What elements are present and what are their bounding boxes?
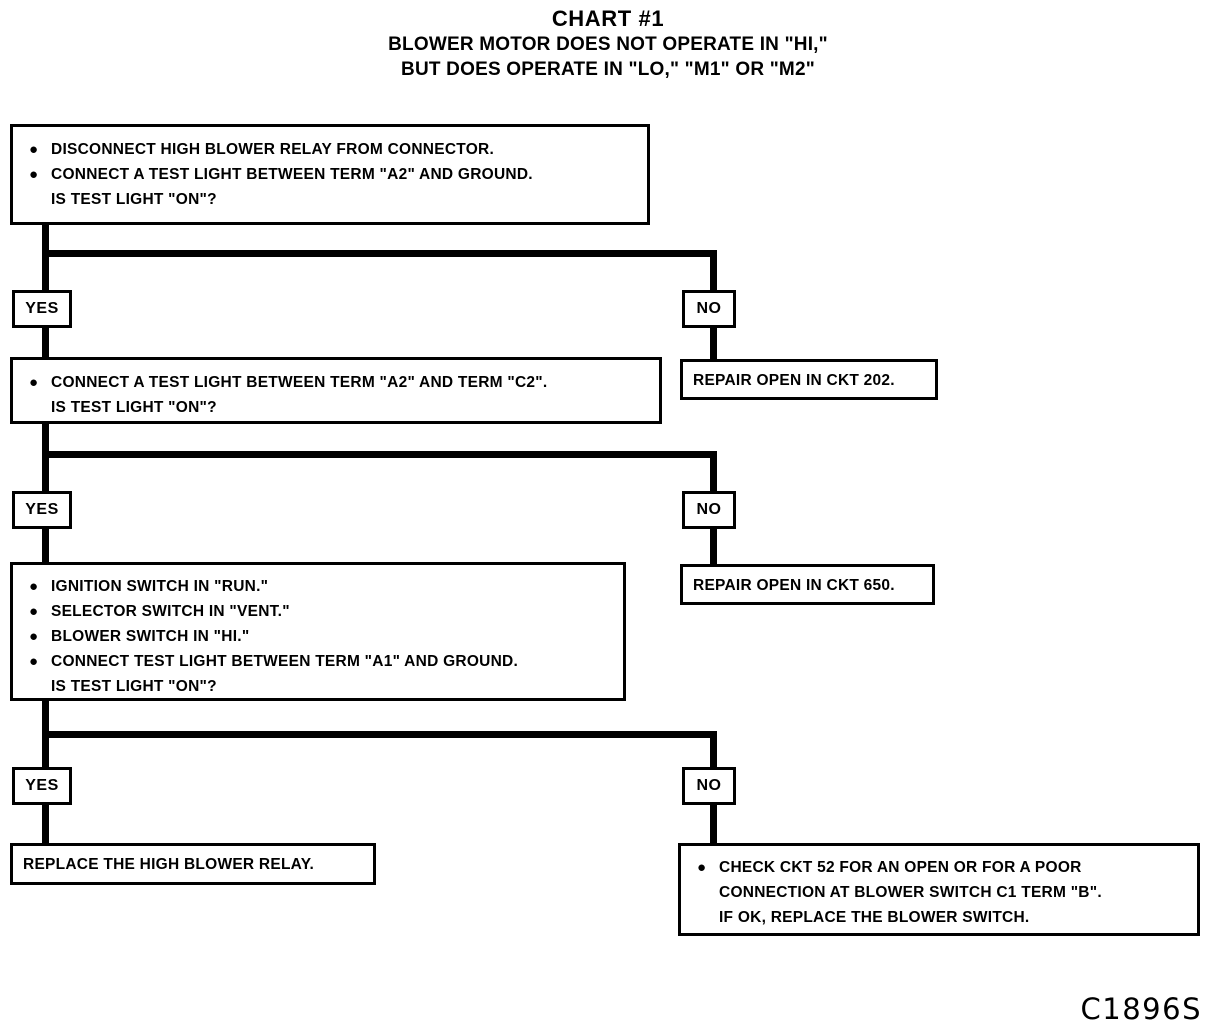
- step-3-line-3: ● BLOWER SWITCH IN "HI.": [25, 624, 611, 649]
- branch-3-yes-tag: YES: [12, 767, 72, 805]
- step-3-line-4-text: CONNECT TEST LIGHT BETWEEN TERM "A1" AND…: [51, 653, 519, 670]
- step-3-line-1: ● IGNITION SWITCH IN "RUN.": [25, 574, 611, 599]
- connector-step3-stem: [42, 698, 49, 738]
- bullet-icon: ●: [29, 603, 39, 620]
- connector-branch3-left-drop: [42, 731, 49, 769]
- chart-subtitle-line-2: BUT DOES OPERATE IN "LO," "M1" OR "M2": [401, 59, 815, 80]
- step-3-line-5: IS TEST LIGHT "ON"?: [25, 674, 611, 699]
- bullet-icon: ●: [29, 166, 39, 183]
- bullet-spacer: [693, 880, 719, 905]
- check-ckt-52-line-3-text: IF OK, REPLACE THE BLOWER SWITCH.: [719, 909, 1030, 926]
- step-3-line-3-text: BLOWER SWITCH IN "HI.": [51, 628, 250, 645]
- check-ckt-52-line-1-text: CHECK CKT 52 FOR AN OPEN OR FOR A POOR: [719, 859, 1082, 876]
- step-2-line-1: ● CONNECT A TEST LIGHT BETWEEN TERM "A2"…: [25, 370, 647, 395]
- bullet-icon: ●: [29, 628, 39, 645]
- branch-1-yes-label: YES: [25, 300, 59, 317]
- branch-2-yes-label: YES: [25, 501, 59, 518]
- replace-high-blower-relay-text: REPLACE THE HIGH BLOWER RELAY.: [23, 856, 315, 873]
- connector-branch2-left-drop: [42, 451, 49, 494]
- step-3-line-1-text: IGNITION SWITCH IN "RUN.": [51, 578, 269, 595]
- branch-3-no-label: NO: [696, 777, 722, 794]
- bullet-spacer: [25, 674, 51, 699]
- connector-branch1-left-drop: [42, 250, 49, 292]
- step-3-line-2-text: SELECTOR SWITCH IN "VENT.": [51, 603, 290, 620]
- repair-ckt-650-text: REPAIR OPEN IN CKT 650.: [693, 577, 895, 594]
- bullet-icon: ●: [29, 653, 39, 670]
- step-3-line-5-text: IS TEST LIGHT "ON"?: [51, 678, 217, 695]
- replace-high-blower-relay-line: REPLACE THE HIGH BLOWER RELAY.: [23, 852, 363, 877]
- bullet-icon: ●: [29, 141, 39, 158]
- step-2-line-2-text: IS TEST LIGHT "ON"?: [51, 399, 217, 416]
- step-3-line-4: ● CONNECT TEST LIGHT BETWEEN TERM "A1" A…: [25, 649, 611, 674]
- check-ckt-52-line-3: IF OK, REPLACE THE BLOWER SWITCH.: [693, 905, 1185, 930]
- connector-yes2-to-step3: [42, 528, 49, 562]
- branch-1-no-label: NO: [696, 300, 722, 317]
- step-1-line-3: IS TEST LIGHT "ON"?: [25, 187, 635, 212]
- step-1-line-2: ● CONNECT A TEST LIGHT BETWEEN TERM "A2"…: [25, 162, 635, 187]
- repair-ckt-202-box: REPAIR OPEN IN CKT 202.: [680, 359, 938, 400]
- connector-yes3-to-replace-relay: [42, 805, 49, 843]
- connector-no2-to-repair650: [710, 528, 717, 564]
- replace-high-blower-relay-box: REPLACE THE HIGH BLOWER RELAY.: [10, 843, 376, 885]
- chart-title-block: CHART #1 BLOWER MOTOR DOES NOT OPERATE I…: [0, 6, 1216, 82]
- branch-2-yes-tag: YES: [12, 491, 72, 529]
- connector-branch-bar-1: [42, 250, 717, 257]
- connector-no3-to-check-ckt52: [710, 805, 717, 845]
- bullet-spacer: [25, 187, 51, 212]
- bullet-spacer: [25, 395, 51, 420]
- branch-2-no-label: NO: [696, 501, 722, 518]
- connector-branch1-right-drop: [710, 250, 717, 292]
- bullet-icon: ●: [29, 374, 39, 391]
- check-ckt-52-line-2-text: CONNECTION AT BLOWER SWITCH C1 TERM "B".: [719, 884, 1102, 901]
- connector-branch2-right-drop: [710, 451, 717, 494]
- check-ckt-52-box: ● CHECK CKT 52 FOR AN OPEN OR FOR A POOR…: [678, 843, 1200, 936]
- document-code: C1896S: [1080, 992, 1202, 1026]
- repair-ckt-202-text: REPAIR OPEN IN CKT 202.: [693, 372, 895, 389]
- connector-branch-bar-3: [42, 731, 717, 738]
- repair-ckt-650-line: REPAIR OPEN IN CKT 650.: [693, 573, 922, 598]
- page-title: CHART #1: [551, 6, 665, 31]
- connector-no1-to-repair202: [710, 326, 717, 359]
- step-1-line-3-text: IS TEST LIGHT "ON"?: [51, 191, 217, 208]
- step-3-line-2: ● SELECTOR SWITCH IN "VENT.": [25, 599, 611, 624]
- step-2-line-1-text: CONNECT A TEST LIGHT BETWEEN TERM "A2" A…: [51, 374, 548, 391]
- branch-1-yes-tag: YES: [12, 290, 72, 328]
- step-1-line-1-text: DISCONNECT HIGH BLOWER RELAY FROM CONNEC…: [51, 141, 495, 158]
- step-2-box: ● CONNECT A TEST LIGHT BETWEEN TERM "A2"…: [10, 357, 662, 424]
- step-1-box: ● DISCONNECT HIGH BLOWER RELAY FROM CONN…: [10, 124, 650, 225]
- branch-3-yes-label: YES: [25, 777, 59, 794]
- connector-branch3-right-drop: [710, 731, 717, 769]
- step-1-line-1: ● DISCONNECT HIGH BLOWER RELAY FROM CONN…: [25, 137, 635, 162]
- connector-yes1-to-step2: [42, 326, 49, 359]
- chart-subtitle-line-1: BLOWER MOTOR DOES NOT OPERATE IN "HI,": [388, 34, 828, 55]
- bullet-spacer: [693, 905, 719, 930]
- step-3-box: ● IGNITION SWITCH IN "RUN." ● SELECTOR S…: [10, 562, 626, 701]
- step-2-line-2: IS TEST LIGHT "ON"?: [25, 395, 647, 420]
- bullet-icon: ●: [697, 859, 707, 876]
- repair-ckt-650-box: REPAIR OPEN IN CKT 650.: [680, 564, 935, 605]
- connector-step1-stem: [42, 224, 49, 256]
- check-ckt-52-line-2: CONNECTION AT BLOWER SWITCH C1 TERM "B".: [693, 880, 1185, 905]
- branch-3-no-tag: NO: [682, 767, 736, 805]
- connector-step2-stem: [42, 422, 49, 456]
- step-1-line-2-text: CONNECT A TEST LIGHT BETWEEN TERM "A2" A…: [51, 166, 533, 183]
- repair-ckt-202-line: REPAIR OPEN IN CKT 202.: [693, 368, 925, 393]
- branch-2-no-tag: NO: [682, 491, 736, 529]
- check-ckt-52-line-1: ● CHECK CKT 52 FOR AN OPEN OR FOR A POOR: [693, 855, 1185, 880]
- connector-branch-bar-2: [42, 451, 717, 458]
- bullet-icon: ●: [29, 578, 39, 595]
- branch-1-no-tag: NO: [682, 290, 736, 328]
